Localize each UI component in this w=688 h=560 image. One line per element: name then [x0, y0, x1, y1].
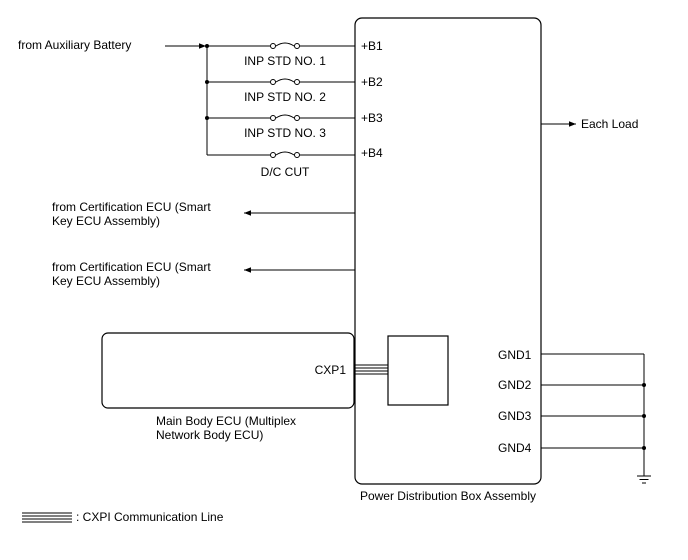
pdb-label: Power Distribution Box Assembly: [360, 489, 536, 503]
cert-ecu-1-line1: from Certification ECU (Smart: [52, 200, 211, 214]
cert-ecu-2-line2: Key ECU Assembly): [52, 274, 160, 288]
pin-b4: +B4: [361, 146, 383, 160]
junction-dot: [642, 414, 646, 418]
legend-label: : CXPI Communication Line: [76, 510, 224, 524]
legend-cxpi-line-icon: [22, 512, 72, 523]
ecu-pin-cxp1: CXP1: [315, 363, 347, 377]
pin-b2: +B2: [361, 75, 383, 89]
fuse-1-label: INP STD NO. 1: [244, 54, 326, 68]
fuse-row-4: [207, 151, 355, 158]
pin-b1: +B1: [361, 39, 383, 53]
power-distribution-box: [354, 17, 542, 485]
fuse-row-3: [207, 114, 355, 121]
pin-b3: +B3: [361, 111, 383, 125]
pin-gnd4: GND4: [498, 441, 532, 455]
junction-dot: [642, 446, 646, 450]
pin-gnd1: GND1: [498, 348, 532, 362]
fuse-2-label: INP STD NO. 2: [244, 90, 326, 104]
ground-icon: [637, 475, 651, 484]
junction-dot: [642, 383, 646, 387]
cert-ecu-2-line1: from Certification ECU (Smart: [52, 260, 211, 274]
fuse-3-label: INP STD NO. 3: [244, 126, 326, 140]
fuse-row-2: [207, 78, 355, 85]
ecu-label-line2: Network Body ECU): [156, 428, 263, 442]
ground-wires: [541, 353, 645, 476]
pin-gnd3: GND3: [498, 409, 532, 423]
fuse-row-1: [207, 42, 355, 49]
cert-ecu-1-line2: Key ECU Assembly): [52, 214, 160, 228]
each-load-label: Each Load: [581, 117, 638, 131]
aux-battery-label: from Auxiliary Battery: [18, 38, 131, 52]
fuse-4-label: D/C CUT: [261, 165, 310, 179]
ecu-label-line1: Main Body ECU (Multiplex: [156, 414, 296, 428]
internal-module-box: [387, 335, 449, 406]
cxpi-line: [354, 364, 388, 375]
pin-gnd2: GND2: [498, 378, 532, 392]
